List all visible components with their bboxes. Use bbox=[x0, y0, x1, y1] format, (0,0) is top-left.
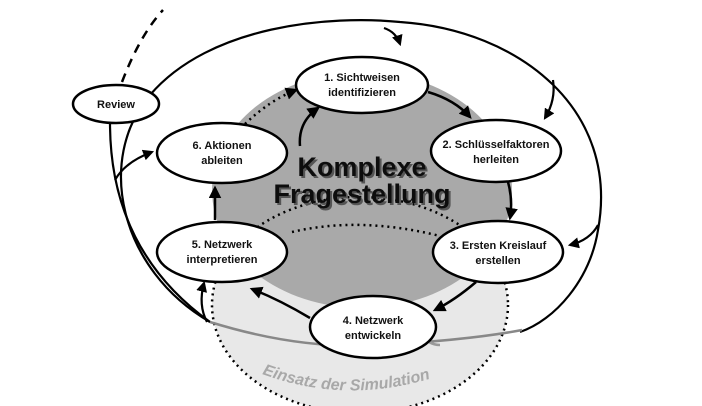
arrow-1-to-2 bbox=[427, 90, 472, 119]
step-4-node[interactable]: 4. Netzwerk entwickeln bbox=[308, 294, 438, 360]
step-5-line-1: 5. Netzwerk bbox=[192, 239, 253, 251]
step-5-line-2: interpretieren bbox=[187, 254, 258, 266]
title-line-2: Fragestellung bbox=[273, 179, 450, 209]
review-node[interactable]: Review bbox=[71, 83, 161, 125]
step-2-line-2: herleiten bbox=[473, 154, 519, 166]
step-5-node[interactable]: 5. Netzwerk interpretieren bbox=[155, 220, 289, 284]
review-label: Review bbox=[97, 99, 135, 111]
step-3-line-1: 3. Ersten Kreislauf bbox=[450, 240, 547, 252]
review-arrow-to-6 bbox=[114, 149, 155, 181]
arrow-2-to-3 bbox=[505, 181, 518, 221]
step-6-line-1: 6. Aktionen bbox=[193, 140, 252, 152]
step-1-line-1: 1. Sichtweisen bbox=[324, 72, 400, 84]
review-dashed-line bbox=[120, 9, 164, 83]
arrow-to-5-from-sim bbox=[196, 280, 208, 323]
core-title: Komplexe Fragestellung bbox=[273, 152, 450, 209]
step-2-node[interactable]: 2. Schlüsselfaktoren herleiten bbox=[429, 118, 563, 184]
step-6-line-2: ableiten bbox=[201, 155, 243, 167]
step-3-line-2: erstellen bbox=[475, 255, 521, 267]
step-3-node[interactable]: 3. Ersten Kreislauf erstellen bbox=[431, 219, 565, 285]
outer-arrow-1 bbox=[383, 26, 403, 47]
step-6-node[interactable]: 6. Aktionen ableiten bbox=[155, 121, 289, 185]
step-4-line-1: 4. Netzwerk bbox=[343, 315, 404, 327]
step-1-line-2: identifizieren bbox=[328, 87, 396, 99]
step-1-node[interactable]: 1. Sichtweisen identifizieren bbox=[294, 55, 430, 115]
review-line bbox=[108, 122, 211, 323]
arrow-core-to-1 bbox=[298, 106, 321, 147]
simulation-boundary bbox=[210, 195, 510, 406]
step-2-line-1: 2. Schlüsselfaktoren bbox=[443, 139, 550, 151]
outer-arrow-2 bbox=[543, 79, 555, 120]
title-line-1: Komplexe bbox=[297, 152, 426, 182]
arrow-4-to-5 bbox=[249, 286, 311, 320]
step-4-line-2: entwickeln bbox=[345, 330, 402, 342]
outer-arrow-3 bbox=[567, 224, 599, 249]
outer-loop bbox=[120, 19, 603, 334]
arrow-3-to-4 bbox=[432, 281, 477, 312]
